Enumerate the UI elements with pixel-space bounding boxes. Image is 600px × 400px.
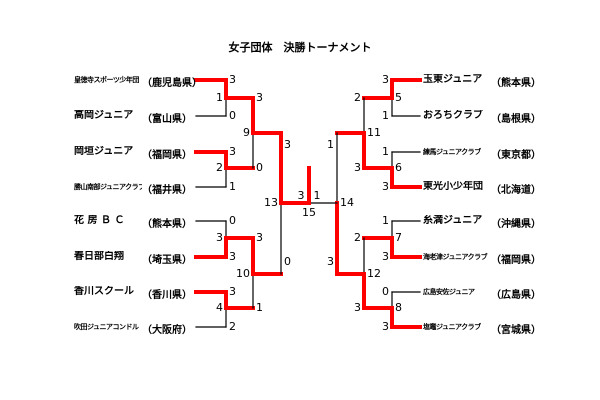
match-number: 6 — [395, 161, 402, 174]
score: 1 — [313, 189, 321, 202]
team-name: 練馬ジュニアクラブ — [423, 148, 481, 156]
team-prefecture: （宮城県） — [491, 325, 541, 336]
score: 3 — [229, 73, 236, 86]
score: 2 — [354, 231, 361, 244]
team-name: 岡垣ジュニア — [74, 146, 134, 157]
team-name: 糸満ジュニア — [423, 215, 483, 226]
match-number: 15 — [302, 206, 316, 219]
match-number: 10 — [236, 267, 250, 280]
team-prefecture: （北海道） — [491, 185, 541, 196]
score: 3 — [382, 73, 389, 86]
team-prefecture: （福井県） — [142, 185, 192, 196]
match-number: 14 — [340, 196, 354, 209]
score: 1 — [382, 109, 389, 122]
team-entry: 東光小少年団 （北海道） — [423, 181, 541, 197]
team-prefecture: （東京都） — [491, 150, 541, 161]
team-entry: 花 房 Ｂ Ｃ （熊本県） — [74, 215, 192, 231]
match-number: 12 — [367, 267, 381, 280]
team-name: 勝山南部ジュニアクラブ — [74, 183, 142, 191]
score: 3 — [229, 285, 236, 298]
team-entry: 皇徳寺スポーツ少年団（鹿児島県） — [74, 74, 202, 90]
score: 0 — [382, 285, 389, 298]
team-entry: 岡垣ジュニア （福岡県） — [74, 146, 192, 162]
score: 3 — [256, 91, 263, 104]
page-title: 女子団体 決勝トーナメント — [228, 41, 372, 54]
team-name: 塩竈ジュニアクラブ — [423, 323, 481, 331]
score: 3 — [297, 189, 305, 202]
score: 3 — [382, 250, 389, 263]
score: 2 — [354, 91, 361, 104]
team-entry: 広島安佐ジュニア （広島県） — [423, 286, 541, 302]
score: 0 — [229, 214, 236, 227]
score: 3 — [382, 320, 389, 333]
team-prefecture: （広島県） — [491, 290, 541, 301]
team-name: おろちクラブ — [423, 110, 483, 121]
team-entry: 勝山南部ジュニアクラブ（福井県） — [74, 181, 192, 197]
score: 3 — [229, 250, 236, 263]
team-name: 玉東ジュニア — [423, 74, 483, 85]
score: 0 — [229, 109, 236, 122]
match-number: 3 — [216, 231, 223, 244]
match-number: 8 — [395, 301, 402, 314]
team-prefecture: （沖縄県） — [491, 219, 541, 230]
team-prefecture: （福岡県） — [491, 255, 541, 266]
match-number: 7 — [395, 231, 402, 244]
match-number: 13 — [264, 196, 278, 209]
team-name: 高岡ジュニア — [74, 110, 134, 121]
team-entry: おろちクラブ （島根県） — [423, 110, 541, 126]
team-name: 東光小少年団 — [423, 181, 483, 192]
team-entry: 吹田ジュニアコンドル（大阪府） — [74, 321, 192, 337]
score: 0 — [284, 255, 291, 268]
match-number: 2 — [216, 161, 223, 174]
team-name: 海老津ジュニアクラブ — [423, 253, 488, 261]
team-name: 香川スクール — [74, 286, 134, 297]
score: 1 — [327, 138, 334, 151]
team-prefecture: （熊本県） — [491, 78, 541, 89]
team-entry: 玉東ジュニア （熊本県） — [423, 74, 541, 90]
score: 3 — [382, 180, 389, 193]
match-number: 11 — [367, 126, 381, 139]
team-name: 広島安佐ジュニア — [423, 288, 475, 296]
score: 3 — [327, 255, 334, 268]
match-number: 9 — [243, 126, 250, 139]
team-name: 花 房 Ｂ Ｃ — [74, 215, 125, 226]
team-name: 春日部白翔 — [74, 251, 124, 262]
team-prefecture: （福岡県） — [142, 150, 192, 161]
team-prefecture: （香川県） — [142, 290, 192, 301]
team-prefecture: （島根県） — [491, 114, 541, 125]
team-name: 吹田ジュニアコンドル — [74, 323, 139, 331]
match-number: 5 — [395, 91, 402, 104]
team-entry: 香川スクール （香川県） — [74, 286, 192, 302]
score: 1 — [382, 145, 389, 158]
team-entry: 春日部白翔 （埼玉県） — [74, 251, 192, 267]
match-number: 4 — [216, 301, 223, 314]
score: 3 — [229, 145, 236, 158]
team-prefecture: （鹿児島県） — [142, 78, 202, 89]
team-entry: 糸満ジュニア （沖縄県） — [423, 215, 541, 231]
score: 3 — [284, 138, 291, 151]
team-prefecture: （大阪府） — [142, 325, 192, 336]
score: 0 — [256, 161, 263, 174]
team-prefecture: （熊本県） — [142, 219, 192, 230]
match-number: 1 — [216, 91, 223, 104]
team-entry: 高岡ジュニア （富山県） — [74, 110, 192, 126]
team-prefecture: （富山県） — [142, 114, 192, 125]
team-name: 皇徳寺スポーツ少年団 — [74, 76, 139, 84]
team-prefecture: （埼玉県） — [142, 255, 192, 266]
team-entry: 塩竈ジュニアクラブ （宮城県） — [423, 321, 541, 337]
score: 3 — [354, 161, 361, 174]
score: 1 — [382, 214, 389, 227]
score: 3 — [256, 231, 263, 244]
team-entry: 練馬ジュニアクラブ （東京都） — [423, 146, 541, 162]
score: 1 — [256, 301, 263, 314]
score: 3 — [354, 301, 361, 314]
team-entry: 海老津ジュニアクラブ（福岡県） — [423, 251, 541, 267]
score: 2 — [229, 320, 236, 333]
score: 1 — [229, 180, 236, 193]
